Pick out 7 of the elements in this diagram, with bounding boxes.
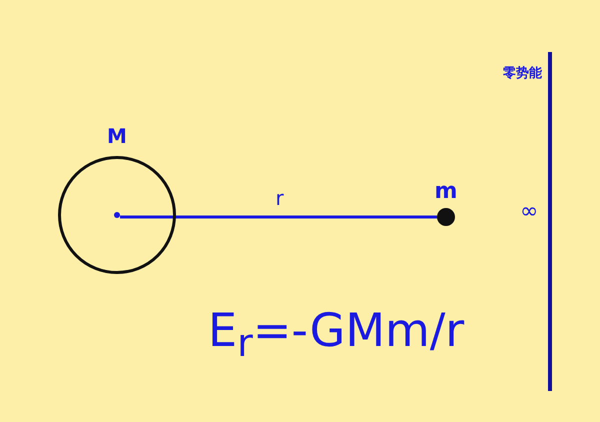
zero-potential-label: 零势能 [503,66,542,82]
distance-line [120,216,437,218]
mass-label: m [434,180,458,204]
mass-label: M [106,124,128,148]
center-dot [114,212,120,218]
infinity-label: ∞ [520,199,538,225]
energy-formula: E$_{r}$=-GMm/r [208,302,464,368]
